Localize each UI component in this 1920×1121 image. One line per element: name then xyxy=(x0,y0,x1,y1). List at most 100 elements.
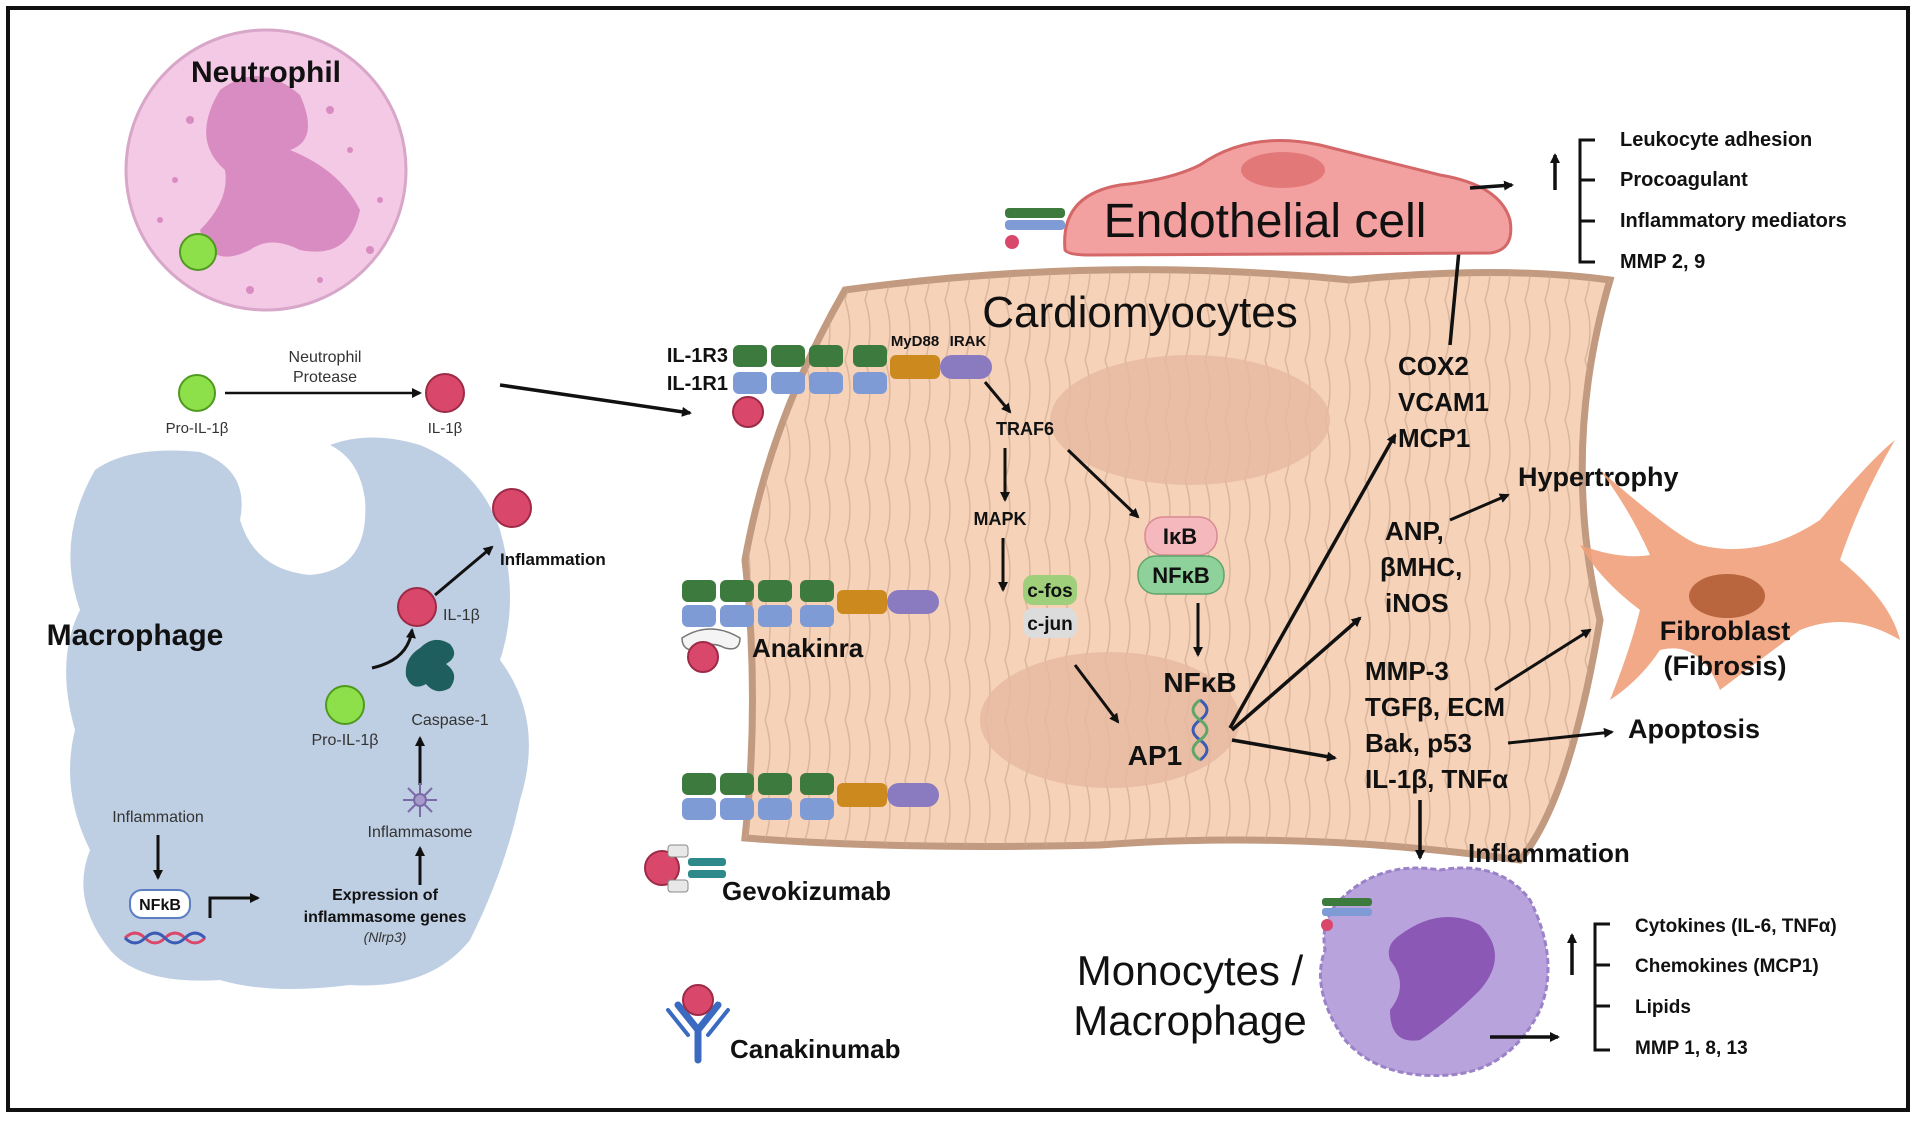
dna-to-anp-arrow xyxy=(1230,616,1362,732)
macrophage-inflammation-top: Inflammation xyxy=(500,550,606,569)
gene-il1b-tnf: IL-1β, TNFα xyxy=(1365,764,1508,794)
anp-to-hypertrophy-arrow xyxy=(1449,493,1510,522)
nfkb-complex-label: NFκB xyxy=(1152,563,1209,588)
gevokizumab-label: Gevokizumab xyxy=(722,876,891,906)
monocyte-title-2: Macrophage xyxy=(1073,997,1306,1044)
il1b-release-arrow xyxy=(434,545,494,597)
fibroblast-label-1: Fibroblast xyxy=(1660,616,1791,646)
mono-effect-4: MMP 1, 8, 13 xyxy=(1635,1038,1748,1059)
inflammation-outcome-label: Inflammation xyxy=(1468,838,1630,868)
endothelial-bracket xyxy=(1578,138,1595,264)
gene-mcp1: MCP1 xyxy=(1398,423,1470,453)
nfkb-complex-box xyxy=(1137,555,1225,595)
cardiomyocyte-title: Cardiomyocytes xyxy=(982,288,1297,337)
myd88-label: MyD88 xyxy=(891,333,939,350)
irak-label: IRAK xyxy=(950,333,987,350)
anakinra-complex xyxy=(681,580,939,673)
neutrophil-pro-il1b-label: Pro-IL-1β xyxy=(166,420,229,437)
endothelial-title: Endothelial cell xyxy=(1104,195,1427,248)
ikb-label: IκB xyxy=(1163,524,1197,549)
dna-icon xyxy=(123,931,207,945)
macrophage-pro-il1b-label: Pro-IL-1β xyxy=(312,732,379,749)
cox2-to-endothelial-arrow xyxy=(1448,238,1465,346)
monocyte-panel: Monocytes / Macrophage Cytokines (IL-6, … xyxy=(1073,866,1837,1078)
neutrophil-panel: Neutrophil Pro-IL-1β Neutrophil Protease… xyxy=(124,28,692,437)
gene-inos: iNOS xyxy=(1385,588,1449,618)
gene-bmhc: βMHC, xyxy=(1380,552,1462,582)
dna-to-mmp3-arrow xyxy=(1231,738,1337,762)
macrophage-il1b-label: IL-1β xyxy=(443,607,480,624)
fibroblast-cell xyxy=(1580,440,1900,700)
mapk-label: MAPK xyxy=(974,509,1027,529)
protease-label-1: Neutrophil xyxy=(289,349,362,366)
tgfb-to-fibroblast-arrow xyxy=(1494,628,1592,692)
bak-to-apoptosis-arrow xyxy=(1507,727,1614,745)
monocyte-bracket xyxy=(1593,922,1610,1052)
neutrophil-il1b-label: IL-1β xyxy=(428,420,463,437)
cjun-box xyxy=(1023,608,1077,638)
gene-bak: Bak, p53 xyxy=(1365,728,1472,758)
endo-effect-3: Inflammatory mediators xyxy=(1620,210,1847,232)
dna-to-cox2-arrow xyxy=(1228,433,1397,729)
mono-effect-2: Chemokines (MCP1) xyxy=(1635,956,1819,977)
gevokizumab-complex xyxy=(644,773,939,893)
endothelial-nucleus xyxy=(1241,152,1325,188)
expression-line3: (Nlrp3) xyxy=(364,929,407,945)
ap1-label: AP1 xyxy=(1128,740,1182,771)
nuclear-dna-icon xyxy=(1191,698,1209,762)
fibroblast-label-2: (Fibrosis) xyxy=(1663,651,1786,681)
anakinra-label: Anakinra xyxy=(752,633,864,663)
monocyte-title-1: Monocytes / xyxy=(1077,947,1304,994)
monocyte-nucleus xyxy=(1388,917,1495,1041)
neutrophil-nucleus xyxy=(200,76,360,257)
cfos-box xyxy=(1023,575,1077,605)
inflammasome-label: Inflammasome xyxy=(368,824,473,841)
cfos-label: c-fos xyxy=(1027,581,1072,602)
endothelial-cell xyxy=(1063,139,1513,257)
macrophage-inflammation-left: Inflammation xyxy=(112,809,204,826)
cjun-to-ap1-arrow xyxy=(1073,664,1120,724)
nuclear-nfkb-label: NFκB xyxy=(1163,667,1236,698)
irak-to-traf6-arrow xyxy=(983,381,1012,414)
neutrophil-title: Neutrophil xyxy=(191,56,341,89)
expression-line1: Expression of xyxy=(332,887,438,904)
expression-line2: inflammasome genes xyxy=(304,909,467,926)
protease-label-2: Protease xyxy=(293,369,357,386)
macrophage-nfkb-label: NFkB xyxy=(139,897,181,914)
il1b-to-receptor-arrow xyxy=(499,383,692,417)
gene-cox2: COX2 xyxy=(1398,351,1469,381)
il1-receptor-complex xyxy=(732,345,992,428)
hypertrophy-label: Hypertrophy xyxy=(1518,462,1679,492)
canakinumab-label: Canakinumab xyxy=(730,1034,901,1064)
released-il1b-circle xyxy=(492,488,532,528)
il1r1-label: IL-1R1 xyxy=(667,373,728,395)
ikb-box xyxy=(1144,516,1218,556)
endo-effect-4: MMP 2, 9 xyxy=(1620,251,1705,273)
macrophage-cell xyxy=(66,437,529,989)
cleavage-arrow xyxy=(371,628,416,670)
caspase-label: Caspase-1 xyxy=(411,712,488,729)
endothelial-panel: Endothelial cell Leukocyte adhesion Proc… xyxy=(1005,129,1847,273)
macrophage-il1b-circle xyxy=(397,587,437,627)
macrophage-title: Macrophage xyxy=(47,619,224,652)
pro-il1b-granule xyxy=(179,233,217,271)
macrophage-pro-il1b-circle xyxy=(325,685,365,725)
gene-tgfb: TGFβ, ECM xyxy=(1365,692,1505,722)
nfkb-to-expression-arrow xyxy=(208,893,260,918)
endo-effect-1: Leukocyte adhesion xyxy=(1620,129,1812,151)
inflammasome-icon xyxy=(403,783,437,817)
endothelial-receptor-icon xyxy=(1005,208,1065,249)
apoptosis-label: Apoptosis xyxy=(1628,714,1760,744)
endothelial-out-arrow xyxy=(1469,180,1514,191)
endo-effect-2: Procoagulant xyxy=(1620,169,1748,191)
traf6-to-ikb-arrow xyxy=(1066,448,1140,519)
traf6-label: TRAF6 xyxy=(996,419,1054,439)
caspase-icon xyxy=(405,639,455,692)
mono-effect-3: Lipids xyxy=(1635,997,1691,1018)
monocyte-receptor-icon xyxy=(1321,898,1372,931)
irak-block xyxy=(940,355,992,379)
canakinumab-antibody xyxy=(666,984,730,1064)
cjun-label: c-jun xyxy=(1027,614,1072,635)
figure-frame xyxy=(6,6,1910,1112)
